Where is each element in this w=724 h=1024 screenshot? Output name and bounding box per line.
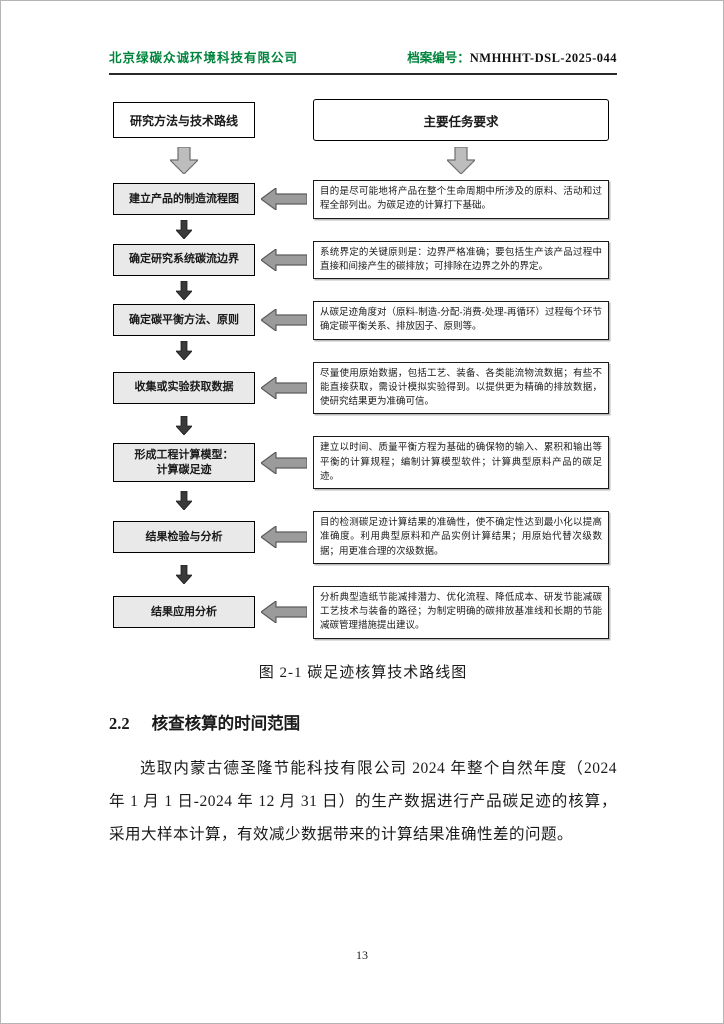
flow-connector [113,414,609,436]
body-paragraph: 选取内蒙古德圣隆节能科技有限公司 2024 年整个自然年度（2024 年 1 月… [109,759,617,844]
step-box: 形成工程计算模型： 计算碳足迹 [113,442,255,483]
company-name: 北京绿碳众诚环境科技有限公司 [109,51,299,65]
flow-connector [113,340,609,362]
left-arrow-icon [261,248,307,271]
flow-top-arrows [113,143,609,177]
down-arrow-icon [170,146,198,174]
step-box: 结果应用分析 [113,596,255,629]
task-box: 尽量使用原始数据，包括工艺、装备、各类能流物流数据；有些不能直接获取，需设计模拟… [313,361,609,415]
down-arrow-icon [176,415,192,435]
step-box: 结果检验与分析 [113,521,255,554]
down-arrow-icon [176,220,192,239]
flow-connector [113,279,609,301]
task-box: 分析典型造纸节能减排潜力、优化流程、降低成本、研发节能减碳工艺技术与装备的路径；… [313,585,609,639]
archive-number-field: 档案编号：NMHHHT-DSL-2025-044 [407,47,617,66]
flow-connector [113,489,609,511]
step-box: 确定研究系统碳流边界 [113,243,255,276]
page-number: 13 [356,948,368,962]
flow-header-row: 研究方法与技术路线 主要任务要求 [113,99,609,141]
down-arrow-icon [176,341,192,360]
down-arrow-icon [176,490,192,510]
section-title: 核查核算的时间范围 [151,713,301,733]
left-arrow-icon [261,526,307,549]
left-column-header: 研究方法与技术路线 [113,102,255,138]
archive-number: NMHHHT-DSL-2025-044 [469,51,617,65]
archive-label: 档案编号： [407,51,470,65]
task-box: 目的是尽可能地将产品在整个生命周期中所涉及的原料、活动和过程全部列出。为碳足迹的… [313,180,609,219]
flow-step-row: 形成工程计算模型： 计算碳足迹 建立以时间、质量平衡方程为基础的确保物的输入、累… [113,436,609,489]
left-arrow-icon [261,376,307,399]
task-box: 从碳足迹角度对（原料-制造-分配-消费-处理-再循环）过程每个环节确定碳平衡关系… [313,301,609,340]
down-arrow-icon [447,146,475,174]
flowchart: 研究方法与技术路线 主要任务要求 建立产品的制造流程图 目的是尽可能地将产品在整… [113,99,609,639]
left-arrow-icon [261,601,307,624]
section-heading: 2.2 核查核算的时间范围 [109,710,617,734]
figure-caption: 图 2-1 碳足迹核算技术路线图 [258,664,468,681]
flow-step-row: 确定研究系统碳流边界 系统界定的关键原则是：边界严格准确；要包括生产该产品过程中… [113,240,609,279]
task-box: 建立以时间、质量平衡方程为基础的确保物的输入、累积和输出等平衡的计算规程；编制计… [313,436,609,489]
left-arrow-icon [261,309,307,332]
step-box: 收集或实验获取数据 [113,371,255,404]
flow-step-row: 确定碳平衡方法、原则 从碳足迹角度对（原料-制造-分配-消费-处理-再循环）过程… [113,301,609,340]
flow-connector [113,564,609,586]
flow-step-row: 结果检验与分析 目的检测碳足迹计算结果的准确性，使不确定性达到最小化以提高准确度… [113,511,609,564]
step-box: 建立产品的制造流程图 [113,183,255,216]
step-box: 确定碳平衡方法、原则 [113,304,255,337]
flow-step-row: 建立产品的制造流程图 目的是尽可能地将产品在整个生命周期中所涉及的原料、活动和过… [113,180,609,219]
flow-step-row: 收集或实验获取数据 尽量使用原始数据，包括工艺、装备、各类能流物流数据；有些不能… [113,361,609,415]
right-column-header: 主要任务要求 [313,99,609,141]
flow-step-row: 结果应用分析 分析典型造纸节能减排潜力、优化流程、降低成本、研发节能减碳工艺技术… [113,585,609,639]
section-number: 2.2 [109,713,130,733]
task-box: 系统界定的关键原则是：边界严格准确；要包括生产该产品过程中直接和间接产生的碳排放… [313,240,609,279]
task-box: 目的检测碳足迹计算结果的准确性，使不确定性达到最小化以提高准确度。利用典型原料和… [313,511,609,564]
left-arrow-icon [261,451,307,474]
down-arrow-icon [176,565,192,585]
flow-connector [113,219,609,241]
page-header: 北京绿碳众诚环境科技有限公司 档案编号：NMHHHT-DSL-2025-044 [109,47,617,75]
left-arrow-icon [261,188,307,211]
down-arrow-icon [176,280,192,300]
